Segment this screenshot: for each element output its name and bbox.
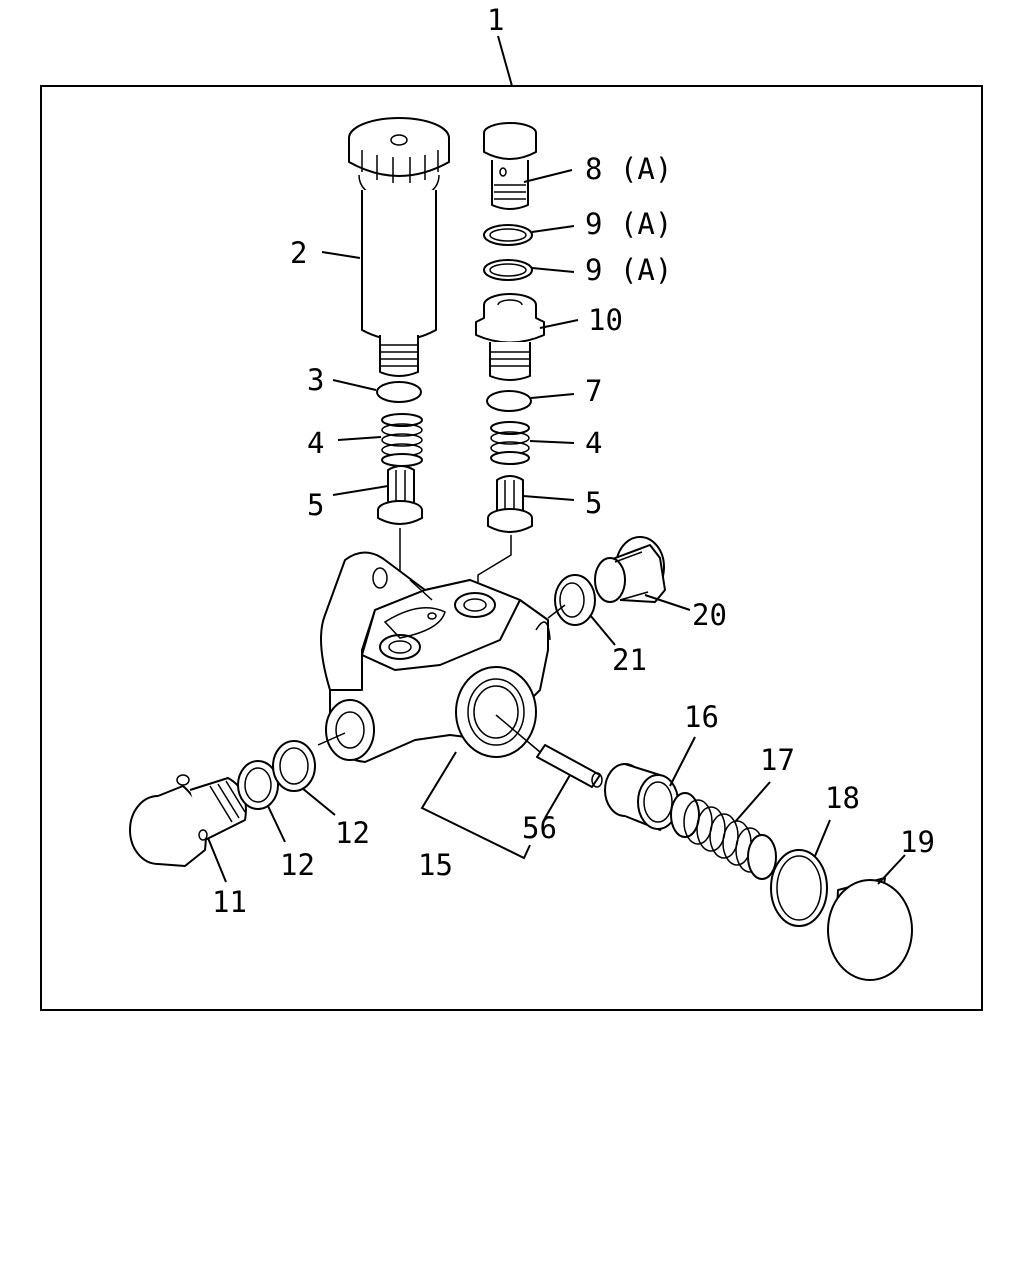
label-5-left: 5 <box>307 488 324 522</box>
valve-left <box>377 465 423 525</box>
leader-2 <box>321 251 361 259</box>
leader-11 <box>207 837 227 883</box>
label-12b: 12 <box>335 816 370 850</box>
label-19: 19 <box>900 825 935 859</box>
pump-body <box>320 551 551 763</box>
leader-4-right <box>529 440 575 444</box>
label-21: 21 <box>612 643 647 677</box>
oring-7 <box>486 390 532 412</box>
washer-9a <box>483 224 533 246</box>
leader-1 <box>497 35 513 87</box>
leader-4-left <box>337 436 382 441</box>
spring-17 <box>670 792 777 880</box>
spring-left <box>381 413 423 467</box>
label-2: 2 <box>290 236 307 270</box>
label-4-left: 4 <box>307 426 324 460</box>
leader-10 <box>539 319 579 329</box>
label-9a: 9 (A) <box>585 207 672 241</box>
eyebolt-11 <box>129 774 247 867</box>
holder-10 <box>475 293 545 381</box>
leader-19 <box>877 854 906 885</box>
label-10: 10 <box>588 303 623 337</box>
bolt-8 <box>483 122 537 210</box>
oring-3 <box>376 381 422 403</box>
leader-8 <box>523 169 573 183</box>
leader-9b <box>531 267 575 273</box>
leader-16 <box>669 736 696 787</box>
leader-12a <box>267 805 286 843</box>
label-16: 16 <box>684 700 719 734</box>
piston-16 <box>604 763 679 831</box>
plug-20 <box>594 536 666 603</box>
label-3: 3 <box>307 363 324 397</box>
plug-19 <box>827 877 913 981</box>
leader-21 <box>589 614 616 646</box>
label-12a: 12 <box>280 848 315 882</box>
leader-17 <box>734 781 771 823</box>
label-17: 17 <box>760 743 795 777</box>
label-1: 1 <box>487 3 504 37</box>
gasket-21 <box>554 574 596 626</box>
bracket-15 <box>420 751 531 860</box>
leader-56 <box>544 774 571 819</box>
label-8: 8 (A) <box>585 152 672 186</box>
leader-5-right <box>522 495 575 501</box>
label-11: 11 <box>212 885 247 919</box>
leader-18 <box>814 819 831 857</box>
leader-12b <box>301 787 336 816</box>
label-56: 56 <box>522 811 557 845</box>
label-15: 15 <box>418 848 453 882</box>
label-4-right: 4 <box>585 426 602 460</box>
label-9b: 9 (A) <box>585 253 672 287</box>
washer-9b <box>483 259 533 281</box>
label-7: 7 <box>585 374 602 408</box>
leader-5-left <box>332 485 389 496</box>
spring-right <box>490 421 530 465</box>
leader-3 <box>332 379 377 391</box>
label-18: 18 <box>825 781 860 815</box>
label-5-right: 5 <box>585 486 602 520</box>
oring-18 <box>770 849 828 927</box>
leader-9a <box>531 225 575 233</box>
filter-part <box>348 117 450 377</box>
pin-56 <box>536 744 603 788</box>
label-20: 20 <box>692 598 727 632</box>
valve-right <box>487 475 533 533</box>
leader-7 <box>530 393 575 399</box>
leader-20 <box>644 594 691 611</box>
